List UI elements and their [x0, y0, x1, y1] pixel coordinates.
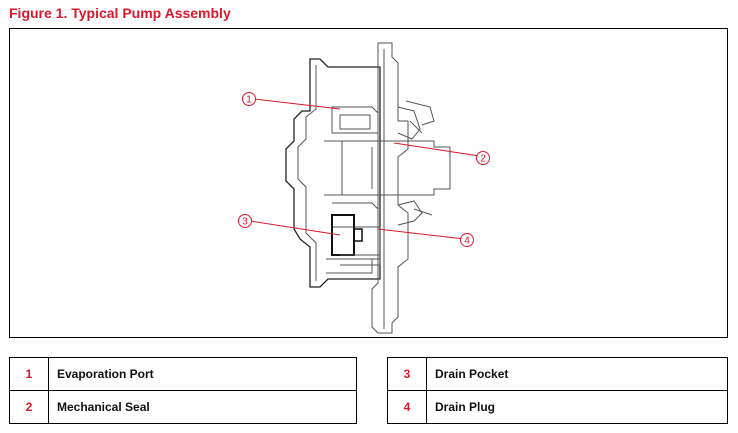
svg-text:1: 1	[246, 95, 252, 106]
legend-number: 1	[9, 357, 49, 391]
legend-table-left: 1 Evaporation Port 2 Mechanical Seal	[9, 357, 357, 424]
callout-1: 1	[242, 92, 256, 106]
legend-row: 1 Evaporation Port	[9, 357, 357, 391]
callout-3: 3	[238, 214, 252, 228]
callout-2: 2	[476, 151, 490, 165]
legend-label: Drain Pocket	[426, 357, 728, 391]
pump-assembly-drawing: 1 2 3 4	[238, 42, 490, 334]
legend-row: 3 Drain Pocket	[387, 357, 728, 391]
legend-label: Mechanical Seal	[48, 390, 357, 424]
callout-4: 4	[460, 233, 474, 247]
legend-number: 2	[9, 390, 49, 424]
figure-title: Figure 1. Typical Pump Assembly	[9, 5, 231, 21]
svg-text:2: 2	[480, 154, 486, 165]
svg-text:3: 3	[242, 217, 248, 228]
legend-table-right: 3 Drain Pocket 4 Drain Plug	[387, 357, 728, 424]
legend-label: Drain Plug	[426, 390, 728, 424]
pump-assembly-figure: 1 2 3 4	[9, 28, 728, 338]
legend-row: 4 Drain Plug	[387, 390, 728, 424]
svg-text:4: 4	[464, 236, 470, 247]
legend-row: 2 Mechanical Seal	[9, 390, 357, 424]
legend-number: 4	[387, 390, 427, 424]
legend-number: 3	[387, 357, 427, 391]
legend-label: Evaporation Port	[48, 357, 357, 391]
